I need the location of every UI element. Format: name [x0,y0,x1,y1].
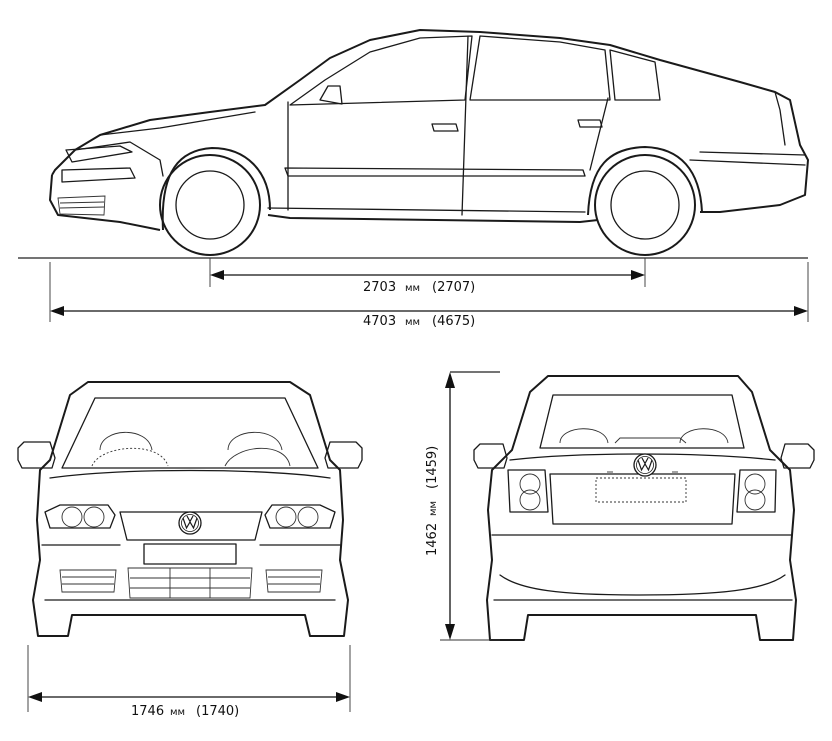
wheelbase-alt: (2707) [432,280,475,295]
height-alt: (1459) [425,446,440,489]
width-value: 1746 [131,704,164,719]
length-dimension: 4703 мм (4675) [49,262,809,329]
front-view [17,381,363,637]
height-unit: мм [428,501,439,516]
rear-view [450,371,815,641]
height-value: 1462 [425,523,440,556]
width-dimension: 1746 мм (1740) [27,645,351,719]
side-view [18,29,809,259]
rear-vw-logo-icon [633,453,657,477]
wheelbase-unit: мм [405,283,420,294]
front-vw-logo-icon [178,511,202,535]
width-unit: мм [170,707,185,718]
length-value: 4703 [363,314,396,329]
width-alt: (1740) [196,704,239,719]
wheelbase-dimension: 2703 мм (2707) [209,258,646,295]
height-dimension: 1462 мм (1459) [425,372,500,641]
length-unit: мм [405,317,420,328]
length-alt: (4675) [432,314,475,329]
wheelbase-value: 2703 [363,280,396,295]
